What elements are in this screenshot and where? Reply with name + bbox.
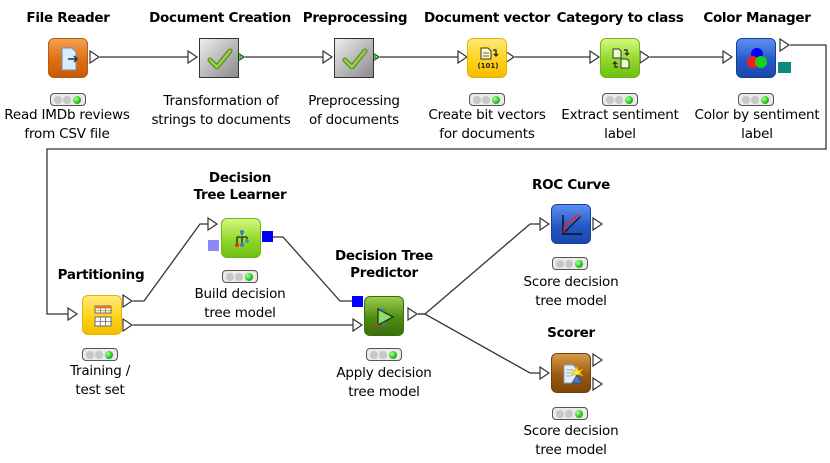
output-port-roc-curve[interactable] xyxy=(592,216,604,232)
node-title-category-to-class: Category to class xyxy=(556,10,684,26)
model-input-port-learner[interactable] xyxy=(208,240,219,251)
decision-tree-icon xyxy=(235,230,249,247)
node-description-document-vector[interactable]: Create bit vectors for documents xyxy=(428,107,546,142)
status-indicator-decision-tree-predictor xyxy=(366,348,402,361)
node-title-document-creation: Document Creation xyxy=(149,10,291,26)
connection-predictor-to-roc-curve[interactable] xyxy=(418,223,540,315)
color-circles-icon xyxy=(747,48,767,68)
status-indicator-roc-curve xyxy=(552,257,588,270)
category-to-class-icon xyxy=(612,48,630,69)
output-port-scorer-2[interactable] xyxy=(592,376,604,392)
svg-text:(101): (101) xyxy=(477,62,498,70)
node-title-decision-tree-predictor: Decision Tree Predictor xyxy=(334,248,434,281)
input-port-document-creation[interactable] xyxy=(187,49,199,65)
node-category-to-class[interactable] xyxy=(600,38,640,78)
input-port-partitioning[interactable] xyxy=(67,306,79,322)
node-document-creation[interactable] xyxy=(199,38,239,78)
node-description-partitioning[interactable]: Training / test set xyxy=(69,363,131,398)
output-port-category-to-class[interactable] xyxy=(639,49,651,65)
node-description-decision-tree-learner[interactable]: Build decision tree model xyxy=(194,286,286,321)
node-preprocessing[interactable] xyxy=(334,38,374,78)
connection-learner-to-predictor[interactable] xyxy=(272,236,352,302)
node-document-vector[interactable]: (101) xyxy=(467,38,507,78)
status-indicator-partitioning xyxy=(82,348,118,361)
node-description-preprocessing[interactable]: Preprocessing of documents xyxy=(308,93,400,128)
node-color-manager[interactable] xyxy=(736,38,776,78)
node-description-document-creation[interactable]: Transformation of strings to documents xyxy=(151,93,291,128)
output-port-color-manager[interactable] xyxy=(779,37,791,53)
input-port-predictor-data[interactable] xyxy=(352,317,364,333)
node-description-file-reader[interactable]: Read IMDb reviews from CSV file xyxy=(4,107,130,142)
predictor-play-icon xyxy=(375,307,395,327)
input-port-scorer[interactable] xyxy=(539,365,551,381)
output-port-partitioning-test[interactable] xyxy=(122,317,134,333)
document-vector-icon: (101) xyxy=(477,47,499,70)
status-indicator-scorer xyxy=(552,407,588,420)
output-port-file-reader[interactable] xyxy=(89,49,101,65)
node-description-roc-curve[interactable]: Score decision tree model xyxy=(523,274,619,309)
connection-partitioning-to-decision-tree-learner[interactable] xyxy=(133,223,208,302)
node-decision-tree-predictor[interactable] xyxy=(364,296,404,336)
node-title-color-manager: Color Manager xyxy=(703,10,811,26)
status-indicator-document-vector xyxy=(469,93,505,106)
scorer-icon xyxy=(563,364,584,384)
status-indicator-file-reader xyxy=(50,93,86,106)
node-title-file-reader: File Reader xyxy=(26,10,110,26)
checkmark-icon xyxy=(342,48,368,70)
status-indicator-category-to-class xyxy=(602,93,638,106)
connection-color-manager-to-partitioning[interactable] xyxy=(46,44,827,315)
node-title-partitioning: Partitioning xyxy=(57,267,145,283)
node-roc-curve[interactable] xyxy=(551,204,591,244)
input-port-decision-tree-learner[interactable] xyxy=(207,216,219,232)
node-description-category-to-class[interactable]: Extract sentiment label xyxy=(561,107,679,142)
connection-predictor-to-scorer[interactable] xyxy=(418,313,540,374)
file-import-icon xyxy=(61,47,79,71)
status-indicator-decision-tree-learner xyxy=(222,270,258,283)
output-port-predictor[interactable] xyxy=(407,306,419,322)
table-partition-icon xyxy=(94,305,112,327)
node-title-document-vector: Document vector xyxy=(424,10,550,26)
node-scorer[interactable] xyxy=(551,353,591,393)
roc-chart-icon xyxy=(562,215,582,235)
input-port-color-manager[interactable] xyxy=(722,49,734,65)
output-port-partitioning-train[interactable] xyxy=(122,293,134,309)
node-decision-tree-learner[interactable] xyxy=(221,218,261,258)
node-title-decision-tree-learner: Decision Tree Learner xyxy=(193,170,287,203)
color-model-output-port[interactable] xyxy=(778,62,791,73)
node-description-scorer[interactable]: Score decision tree model xyxy=(523,423,619,458)
input-port-category-to-class[interactable] xyxy=(589,49,601,65)
node-title-roc-curve: ROC Curve xyxy=(532,177,610,193)
node-title-scorer: Scorer xyxy=(547,325,595,341)
input-port-preprocessing[interactable] xyxy=(322,49,334,65)
checkmark-icon xyxy=(207,48,233,70)
output-port-scorer-1[interactable] xyxy=(592,352,604,368)
node-file-reader[interactable] xyxy=(48,38,88,78)
model-output-port-learner[interactable] xyxy=(262,231,273,242)
input-port-roc-curve[interactable] xyxy=(539,216,551,232)
node-title-preprocessing: Preprocessing xyxy=(302,10,408,26)
model-input-port-predictor[interactable] xyxy=(352,296,363,307)
node-description-color-manager[interactable]: Color by sentiment label xyxy=(694,107,820,142)
input-port-document-vector[interactable] xyxy=(457,49,469,65)
node-description-decision-tree-predictor[interactable]: Apply decision tree model xyxy=(336,365,432,400)
status-indicator-color-manager xyxy=(738,93,774,106)
node-partitioning[interactable] xyxy=(82,295,122,335)
